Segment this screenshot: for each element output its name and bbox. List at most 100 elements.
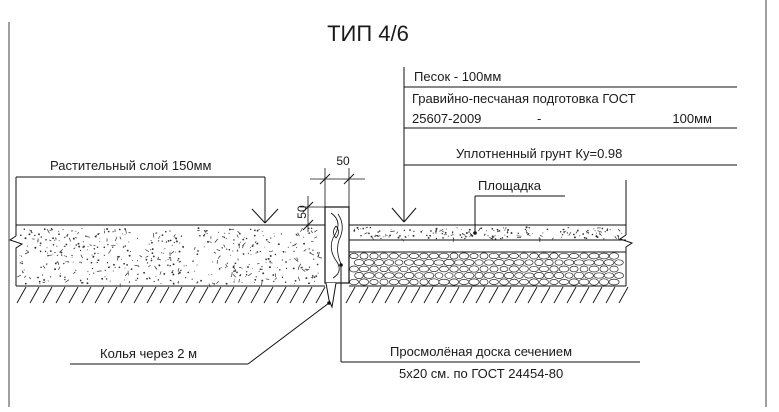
- gravel-stone: [569, 279, 579, 285]
- speckle-dot: [497, 231, 498, 232]
- speckle-dot: [164, 248, 165, 249]
- speckle-dot: [149, 277, 150, 278]
- speckle-dot: [358, 229, 359, 230]
- gravel-stone: [424, 273, 434, 279]
- speckle-dot: [83, 241, 84, 242]
- gravel-stone: [469, 266, 478, 272]
- gravel-stone: [599, 279, 608, 285]
- speckle-dash: [214, 252, 216, 253]
- speckle-dot: [246, 271, 247, 272]
- gravel-stone: [370, 253, 378, 259]
- gravel-stone: [450, 253, 458, 259]
- speckle-dot: [67, 234, 68, 235]
- speckle-dot: [184, 265, 185, 266]
- speckle-dot: [293, 251, 294, 252]
- gravel-stone: [410, 266, 419, 272]
- speckle-dot: [391, 229, 392, 230]
- speckle-dot: [172, 274, 174, 276]
- speckle-dash: [195, 247, 196, 250]
- speckle-dot: [389, 234, 391, 236]
- gravel-stone: [359, 279, 368, 285]
- gravel-stone: [384, 273, 394, 279]
- speckle-dot: [21, 263, 23, 265]
- speckle-dot: [171, 271, 173, 273]
- speckle-dot: [240, 242, 241, 243]
- gravel-stone: [510, 266, 519, 272]
- gravel-stone: [569, 253, 578, 258]
- speckle-dot: [108, 266, 110, 268]
- speckle-dot: [168, 240, 170, 242]
- stakes-label: Колья через 2 м: [100, 346, 197, 361]
- speckle-dot: [318, 255, 319, 256]
- speckle-dash: [266, 279, 269, 280]
- speckle-dash: [209, 284, 210, 288]
- speckle-dot: [151, 240, 152, 241]
- speckle-dash: [25, 252, 29, 254]
- speckle-dot: [300, 265, 301, 266]
- speckle-dot: [167, 264, 169, 266]
- gravel-stone: [429, 279, 439, 285]
- speckle-dot: [207, 233, 208, 234]
- topsoil-arrow-left: [252, 209, 265, 223]
- speckle-dot: [212, 262, 213, 263]
- hatch-stroke: [515, 287, 524, 303]
- speckle-dot: [47, 247, 48, 248]
- speckle-dot: [60, 252, 62, 254]
- gravel-stone: [525, 260, 533, 265]
- speckle-dot: [25, 237, 27, 239]
- speckle-dot: [610, 229, 611, 230]
- speckle-dot: [377, 231, 378, 232]
- speckle-dot: [135, 280, 136, 281]
- speckle-dash: [304, 249, 307, 251]
- speckle-dot: [247, 266, 249, 268]
- speckle-dot: [67, 261, 68, 262]
- speckle-dot: [272, 274, 274, 276]
- speckle-dot: [137, 274, 138, 275]
- speckle-dot: [42, 274, 43, 275]
- speckle-dot: [505, 227, 506, 228]
- gravel-stone: [375, 273, 383, 279]
- speckle-dot: [166, 241, 167, 242]
- speckle-dot: [266, 262, 267, 263]
- speckle-dot: [107, 244, 108, 245]
- speckle-dot: [263, 235, 264, 236]
- speckle-dot: [448, 236, 449, 237]
- speckle-dot: [446, 229, 447, 230]
- speckle-dot: [567, 232, 568, 233]
- speckle-dash: [305, 269, 309, 270]
- drawing-title: ТИП 4/6: [327, 21, 409, 46]
- speckle-dot: [235, 262, 237, 264]
- speckle-dot: [525, 229, 526, 230]
- speckle-dot: [252, 245, 254, 247]
- speckle-dot: [511, 232, 513, 234]
- speckle-dot: [79, 262, 80, 263]
- speckle-dot: [480, 227, 482, 229]
- speckle-dot: [377, 235, 379, 237]
- speckle-dot: [34, 247, 36, 249]
- layer-gravel-label-line2-left: 25607-2009: [412, 111, 481, 126]
- speckle-dot: [126, 264, 128, 266]
- gravel-stone: [609, 279, 619, 285]
- speckle-dash: [217, 250, 220, 251]
- speckle-dot: [224, 233, 225, 234]
- gravel-stone: [364, 273, 374, 279]
- speckle-dot: [113, 264, 115, 266]
- speckle-dot: [505, 228, 506, 229]
- speckle-dot: [461, 229, 462, 230]
- gravel-stone: [590, 279, 599, 285]
- speckle-dot: [256, 243, 258, 245]
- speckle-dot: [123, 263, 125, 265]
- layer-gravel-label-line1: Гравийно-песчаная подготовка ГОСТ: [412, 91, 636, 106]
- speckle-dot: [125, 245, 127, 247]
- speckle-dot: [297, 235, 298, 236]
- speckle-dot: [161, 252, 162, 253]
- speckle-dot: [469, 229, 471, 231]
- speckle-dot: [185, 277, 186, 278]
- speckle-dot: [161, 283, 162, 284]
- speckle-dot: [226, 283, 228, 285]
- speckle-dot: [179, 272, 181, 274]
- speckle-dot: [207, 241, 209, 243]
- gravel-stone: [499, 253, 509, 259]
- speckle-dot: [248, 253, 249, 254]
- speckle-dot: [486, 230, 487, 231]
